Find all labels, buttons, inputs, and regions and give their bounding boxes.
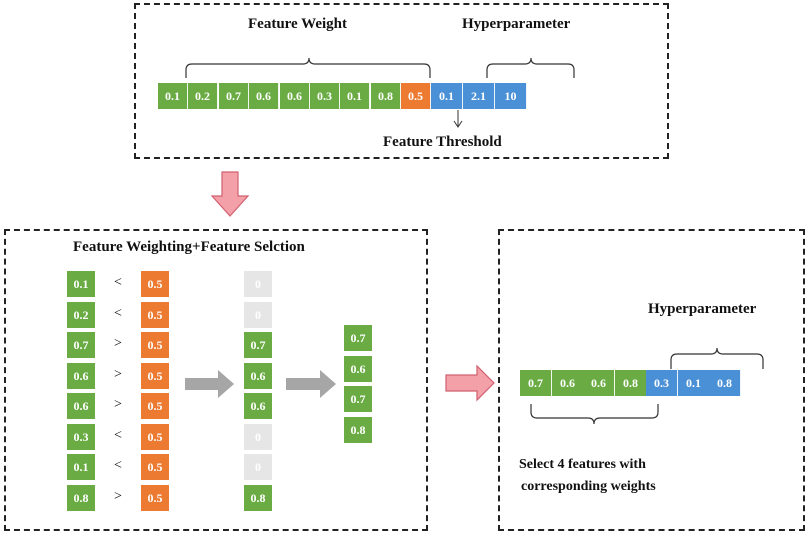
weight-cell: 0.2 [188,83,218,109]
weight-cell: 0.6 [67,393,95,419]
feature-threshold-label: Feature Threshold [383,134,502,150]
threshold-cell: 0.5 [141,393,169,419]
comparison-sign: < [114,306,122,321]
weight-cell: 0.8 [371,83,401,109]
top-hyperparameter-brace [486,57,575,78]
down-arrow-icon [210,171,250,217]
weight-cell: 0.1 [67,271,95,297]
right-arrow-icon [445,364,495,402]
threshold-cell: 0.5 [141,454,169,480]
weight-cell: 0.2 [67,302,95,328]
hyperparameter-cell: 0.8 [709,370,741,396]
masked-weight-cell: 0 [244,424,272,450]
selection-caption-line2: corresponding weights [521,479,656,494]
selection-caption: Select 4 features with corresponding wei… [519,454,656,498]
comparison-sign: > [114,367,122,382]
masked-weight-cell: 0 [244,302,272,328]
feature-weight-brace [185,57,431,78]
weight-cell: 0.1 [158,83,188,109]
masked-weight-cell: 0.6 [244,363,272,389]
top-hyperparameter-label: Hyperparameter [462,16,571,32]
feature-cell: 0.7 [520,370,552,396]
hyperparameter-cell: 0.3 [646,370,678,396]
feature-cell: 0.8 [615,370,647,396]
feature-weight-label: Feature Weight [248,16,348,32]
masked-weight-cell: 0 [244,454,272,480]
feature-cell: 0.6 [552,370,584,396]
selected-features-brace [530,404,659,425]
selected-weight-cell: 0.8 [344,417,372,443]
selected-weight-cell: 0.7 [344,325,372,351]
threshold-cell: 0.5 [141,302,169,328]
threshold-cell: 0.5 [141,271,169,297]
top-panel [134,3,669,159]
weight-cell: 0.8 [67,485,95,511]
weight-cell: 0.6 [67,363,95,389]
comparison-sign: > [114,336,122,351]
feature-cell: 0.6 [583,370,615,396]
weight-cell: 0.3 [67,424,95,450]
right-hyperparameter-label: Hyperparameter [648,301,757,317]
comparison-sign: < [114,428,122,443]
left-panel-title: Feature Weighting+Feature Selction [73,239,305,255]
selection-caption-line1: Select 4 features with [519,457,646,472]
weight-cell: 0.3 [310,83,340,109]
comparison-sign: > [114,489,122,504]
weight-cell: 0.1 [340,83,370,109]
hyperparameter-cell: 2.1 [463,83,495,109]
masked-weight-cell: 0 [244,271,272,297]
comparison-sign: > [114,397,122,412]
masked-weight-cell: 0.8 [244,485,272,511]
threshold-cell: 0.5 [141,332,169,358]
threshold-cell: 0.5 [141,363,169,389]
masked-weight-cell: 0.6 [244,393,272,419]
selected-weight-cell: 0.7 [344,386,372,412]
gray-arrow-icon [286,370,336,398]
hyperparameter-cell: 0.1 [431,83,463,109]
threshold-cell: 0.5 [141,424,169,450]
threshold-cell: 0.5 [401,83,431,109]
weight-cell: 0.6 [249,83,279,109]
selected-weight-cell: 0.6 [344,356,372,382]
gray-arrow-icon [185,370,234,398]
hyperparameter-cell: 0.1 [678,370,710,396]
threshold-cell: 0.5 [141,485,169,511]
hyperparameter-cell: 10 [495,83,527,109]
weight-cell: 0.7 [67,332,95,358]
weight-cell: 0.6 [280,83,310,109]
weight-cell: 0.7 [219,83,249,109]
weight-cell: 0.1 [67,454,95,480]
right-hyperparameter-brace [670,347,764,369]
comparison-sign: < [114,275,122,290]
masked-weight-cell: 0.7 [244,332,272,358]
comparison-sign: < [114,458,122,473]
